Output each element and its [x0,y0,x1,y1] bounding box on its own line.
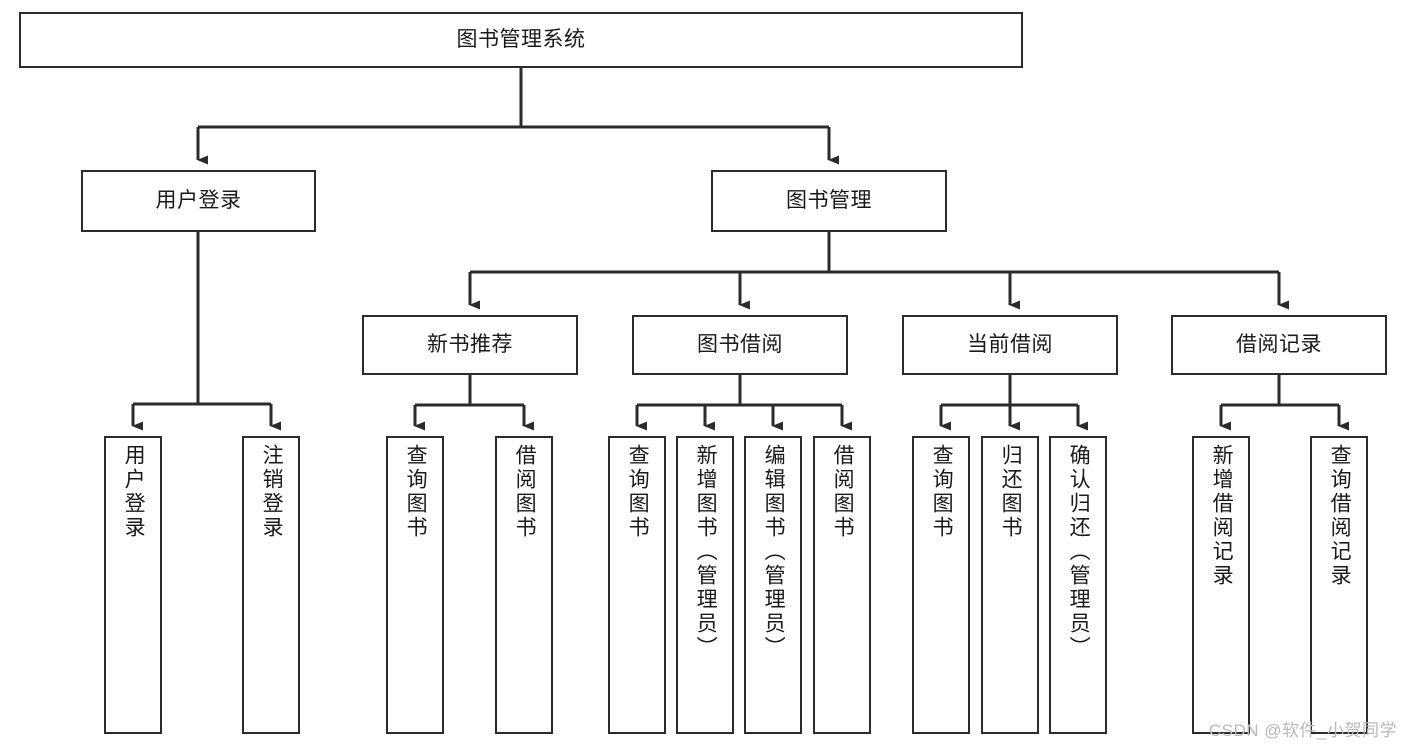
node-leaf-logout-login[interactable]: 注销登录 [242,436,300,734]
node-borrow-record[interactable]: 借阅记录 [1171,315,1387,375]
node-leaf-return-book-label: 归还图书 [999,444,1023,540]
node-leaf-confirm-return[interactable]: 确认归还（管理员） [1049,436,1107,734]
node-leaf-confirm-return-label: 确认归还（管理员） [1067,444,1091,660]
node-root[interactable]: 图书管理系统 [19,12,1023,68]
node-leaf-edit-book[interactable]: 编辑图书（管理员） [744,436,802,734]
node-user-login-label: 用户登录 [155,188,242,212]
node-leaf-query-book-1-label: 查询图书 [404,444,428,540]
node-current-borrow[interactable]: 当前借阅 [902,315,1118,375]
node-leaf-return-book[interactable]: 归还图书 [981,436,1039,734]
node-borrow-record-label: 借阅记录 [1236,332,1322,356]
node-leaf-query-book-3[interactable]: 查询图书 [912,436,970,734]
node-leaf-query-record[interactable]: 查询借阅记录 [1310,436,1368,734]
node-new-book-recommend[interactable]: 新书推荐 [362,315,578,375]
node-current-borrow-label: 当前借阅 [967,332,1053,356]
node-leaf-query-book-3-label: 查询图书 [930,444,954,540]
node-leaf-add-book-label: 新增图书（管理员） [694,444,718,660]
node-leaf-query-book-2-label: 查询图书 [626,444,650,540]
node-book-borrow[interactable]: 图书借阅 [632,315,848,375]
node-leaf-edit-book-label: 编辑图书（管理员） [762,444,786,660]
node-user-login[interactable]: 用户登录 [81,170,316,232]
node-book-borrow-label: 图书借阅 [697,332,783,356]
node-leaf-add-book[interactable]: 新增图书（管理员） [676,436,734,734]
node-leaf-borrow-book-1-label: 借阅图书 [513,444,537,540]
node-leaf-user-login[interactable]: 用户登录 [104,436,162,734]
node-leaf-borrow-book-2[interactable]: 借阅图书 [813,436,871,734]
node-leaf-borrow-book-1[interactable]: 借阅图书 [495,436,553,734]
node-book-manage[interactable]: 图书管理 [711,170,947,232]
node-book-manage-label: 图书管理 [786,188,872,212]
node-leaf-query-book-1[interactable]: 查询图书 [386,436,444,734]
node-leaf-borrow-book-2-label: 借阅图书 [831,444,855,540]
node-leaf-query-book-2[interactable]: 查询图书 [608,436,666,734]
node-root-label: 图书管理系统 [456,27,586,51]
node-leaf-query-record-label: 查询借阅记录 [1328,444,1352,588]
node-leaf-add-record-label: 新增借阅记录 [1210,444,1234,588]
node-leaf-user-login-label: 用户登录 [122,444,146,540]
node-leaf-logout-login-label: 注销登录 [260,444,284,540]
node-leaf-add-record[interactable]: 新增借阅记录 [1192,436,1250,734]
node-new-book-recommend-label: 新书推荐 [427,332,513,356]
